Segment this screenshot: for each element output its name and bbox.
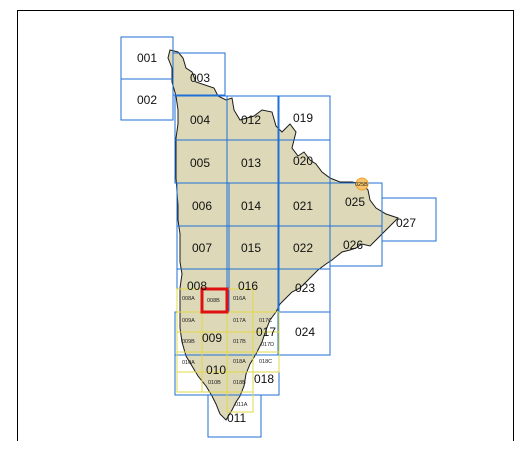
tile-008[interactable]: 008 [187, 279, 207, 293]
tile-016[interactable]: 016 [238, 279, 258, 293]
tile-004[interactable]: 004 [190, 113, 210, 127]
tile-020[interactable]: 020 [293, 154, 313, 168]
subtile-017a[interactable]: 017A [233, 318, 246, 324]
subtile-016a[interactable]: 016A [233, 296, 246, 302]
tile-009[interactable]: 009 [202, 331, 222, 345]
subtile-018c[interactable]: 018C [259, 359, 272, 365]
subtile-008b[interactable]: 008B [207, 298, 220, 304]
tile-024[interactable]: 024 [295, 325, 315, 339]
tile-027[interactable]: 027 [396, 216, 416, 230]
subtile-017b[interactable]: 017B [233, 339, 246, 345]
tile-015[interactable]: 015 [241, 241, 261, 255]
subtile-008a[interactable]: 008A [182, 296, 195, 302]
map-frame [17, 10, 514, 441]
tile-017[interactable]: 017 [256, 325, 276, 339]
tile-006[interactable]: 006 [192, 199, 212, 213]
subtile-009b[interactable]: 009B [182, 339, 195, 345]
tile-007[interactable]: 007 [192, 241, 212, 255]
tile-014[interactable]: 014 [241, 199, 261, 213]
tile-025[interactable]: 025 [345, 195, 365, 209]
tile-018[interactable]: 018 [254, 372, 274, 386]
tile-019[interactable]: 019 [293, 111, 313, 125]
tile-013[interactable]: 013 [241, 156, 261, 170]
tile-023[interactable]: 023 [295, 281, 315, 295]
tile-001[interactable]: 001 [137, 51, 157, 65]
selected-tile-highlight[interactable] [200, 287, 229, 314]
tile-labels: 001 002 003 004 005 006 007 008 009 010 … [137, 51, 416, 425]
grid-blue [120, 36, 437, 438]
subtile-018a[interactable]: 018A [233, 359, 246, 365]
subtile-017c[interactable]: 017C [259, 318, 272, 324]
subtile-025b[interactable]: 025B [355, 182, 368, 188]
subtile-018b[interactable]: 018B [233, 380, 246, 386]
tile-002[interactable]: 002 [137, 93, 157, 107]
tile-003[interactable]: 003 [190, 71, 210, 85]
subtile-017d[interactable]: 017D [261, 342, 274, 348]
subtile-009a[interactable]: 009A [182, 318, 195, 324]
tile-005[interactable]: 005 [190, 156, 210, 170]
tile-026[interactable]: 026 [343, 238, 363, 252]
subtile-010b[interactable]: 010B [208, 380, 221, 386]
tile-011[interactable]: 011 [227, 411, 246, 425]
tile-010[interactable]: 010 [206, 363, 226, 377]
tile-012[interactable]: 012 [241, 113, 261, 127]
subtile-011a[interactable]: 011A [235, 402, 248, 408]
tile-022[interactable]: 022 [293, 241, 313, 255]
subtile-labels: 008A 008B 016A 009A 017A 017C 009B 017B … [182, 182, 368, 408]
tile-021[interactable]: 021 [293, 199, 313, 213]
subtile-010a[interactable]: 010A [182, 360, 195, 366]
marker-025b[interactable] [355, 177, 369, 191]
